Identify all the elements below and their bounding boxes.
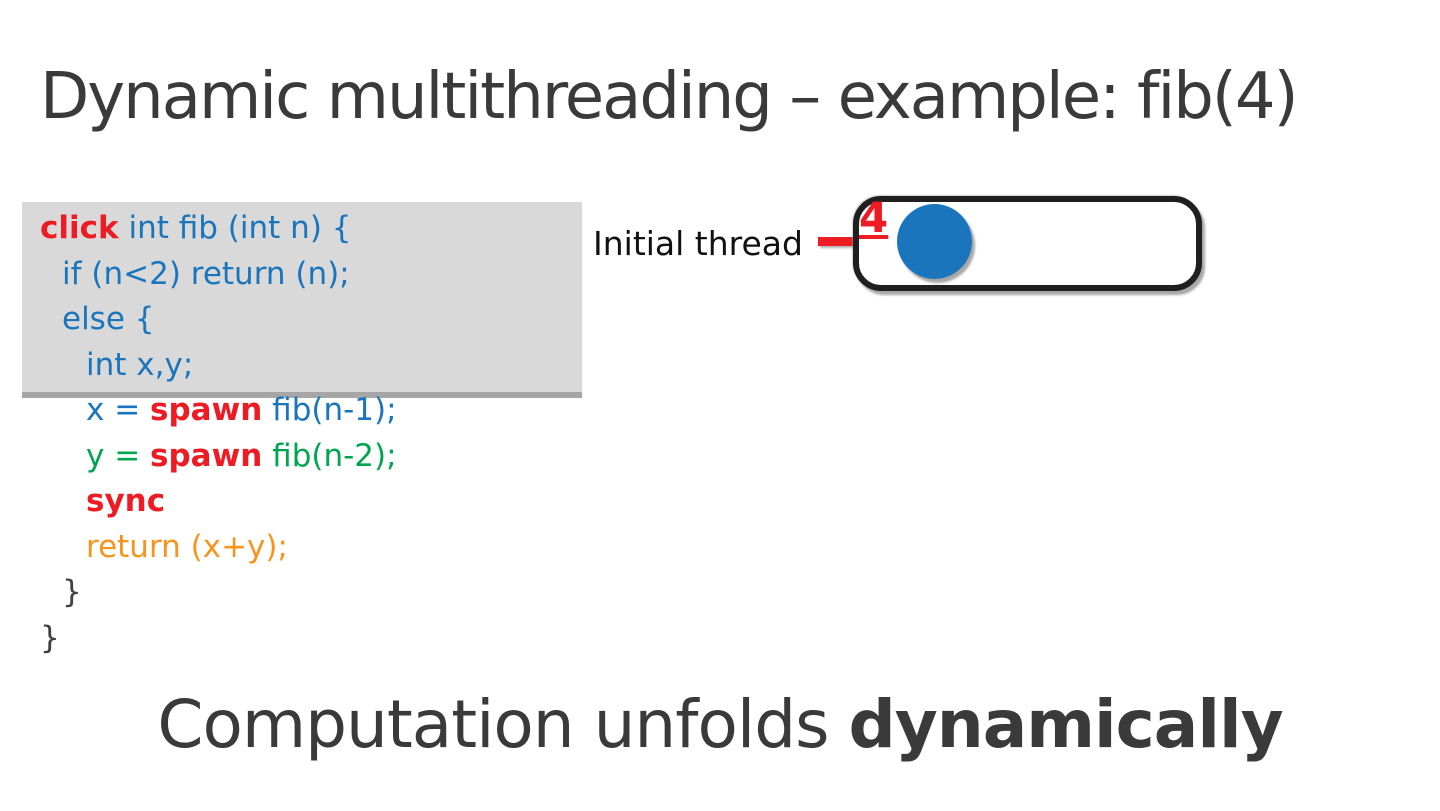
caption: Computation unfolds dynamically bbox=[0, 686, 1440, 763]
code-line: } bbox=[22, 570, 582, 616]
code-segment: fib(n-1); bbox=[262, 392, 397, 428]
code-segment: return (x+y); bbox=[86, 528, 288, 565]
code-segment: x = bbox=[86, 392, 151, 428]
arrow-shaft bbox=[818, 237, 880, 246]
code-line: } bbox=[22, 616, 582, 662]
code-segment: sync bbox=[86, 483, 166, 519]
code-segment: if (n<2) return (n); bbox=[62, 255, 350, 292]
code-block: click int fib (int n) {if (n<2) return (… bbox=[22, 206, 582, 661]
initial-thread-label: Initial thread bbox=[593, 224, 803, 263]
code-segment: fib(n-2); bbox=[262, 437, 397, 474]
thread-node-circle bbox=[897, 204, 972, 279]
code-line: return (x+y); bbox=[22, 525, 582, 571]
code-segment: y = bbox=[86, 437, 151, 474]
code-line: click int fib (int n) { bbox=[22, 206, 582, 252]
code-segment: else { bbox=[62, 301, 155, 337]
code-segment: } bbox=[40, 619, 60, 656]
code-line: int x,y; bbox=[22, 343, 582, 389]
code-line: x = spawn fib(n-1); bbox=[22, 388, 582, 434]
code-line: y = spawn fib(n-2); bbox=[22, 434, 582, 480]
code-segment: spawn bbox=[150, 392, 263, 428]
code-segment: int x,y; bbox=[86, 346, 194, 383]
code-line: sync bbox=[22, 479, 582, 525]
code-segment: click bbox=[40, 210, 119, 246]
code-segment: int fib (int n) { bbox=[118, 210, 352, 246]
caption-regular: Computation unfolds bbox=[157, 686, 849, 763]
code-segment: } bbox=[62, 574, 82, 610]
page-title: Dynamic multithreading – example: fib(4) bbox=[40, 60, 1299, 134]
code-line: else { bbox=[22, 297, 582, 343]
thread-arg-value: 4 bbox=[859, 193, 889, 242]
code-segment: spawn bbox=[150, 437, 263, 474]
code-line: if (n<2) return (n); bbox=[22, 252, 582, 298]
caption-bold: dynamically bbox=[848, 686, 1283, 763]
code-highlight-box bbox=[22, 202, 582, 398]
